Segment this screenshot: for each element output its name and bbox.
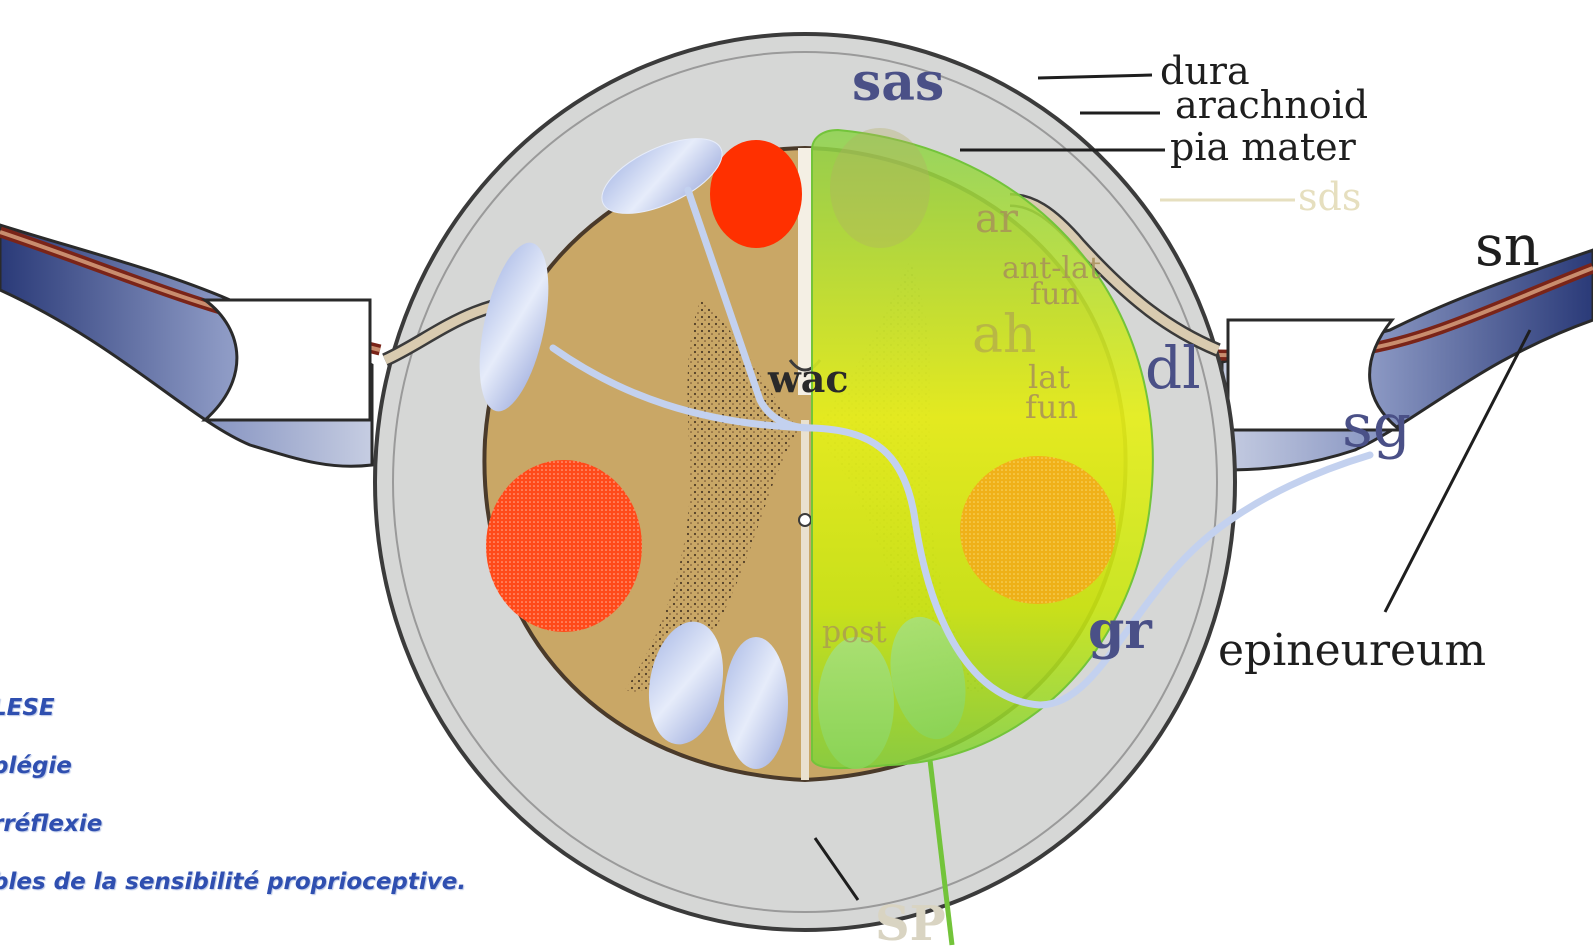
note-line-2: plégie	[0, 746, 466, 804]
label-pia-mater: pia mater	[1170, 125, 1357, 169]
note-line-4: bles de la sensibilité proprioceptive.	[0, 862, 466, 920]
left-red-tract	[710, 140, 802, 248]
note-line-3: rréflexie	[0, 804, 466, 862]
label-sds: sds	[1298, 175, 1361, 219]
label-dl: dl	[1145, 334, 1201, 402]
label-arachnoid: arachnoid	[1175, 83, 1368, 127]
note-line-1: LESE	[0, 688, 466, 746]
label-ar: ar	[975, 196, 1019, 242]
central-canal	[799, 514, 811, 526]
label-gr: gr	[1088, 600, 1152, 661]
label-sas: sas	[852, 52, 944, 113]
label-epineureum: epineureum	[1218, 625, 1486, 676]
left-nerve-root	[0, 225, 380, 466]
label-lat-fun-2: fun	[1025, 388, 1078, 426]
label-post: post	[822, 615, 887, 650]
blue-oval-post-2	[724, 637, 788, 769]
label-sp: SP	[875, 896, 946, 951]
label-wac: wac	[767, 356, 848, 401]
label-sg: sg	[1342, 391, 1411, 461]
clinical-notes: LESE plégie rréflexie bles de la sensibi…	[0, 688, 466, 920]
label-ant-lat-2: fun	[1030, 277, 1080, 312]
green-oval-post-1	[818, 637, 894, 769]
label-sn: sn	[1475, 214, 1540, 279]
right-green-tract-upper	[830, 128, 930, 248]
right-lateral-tract	[960, 456, 1116, 604]
left-lateral-tract	[486, 460, 642, 632]
label-ah: ah	[972, 305, 1037, 365]
